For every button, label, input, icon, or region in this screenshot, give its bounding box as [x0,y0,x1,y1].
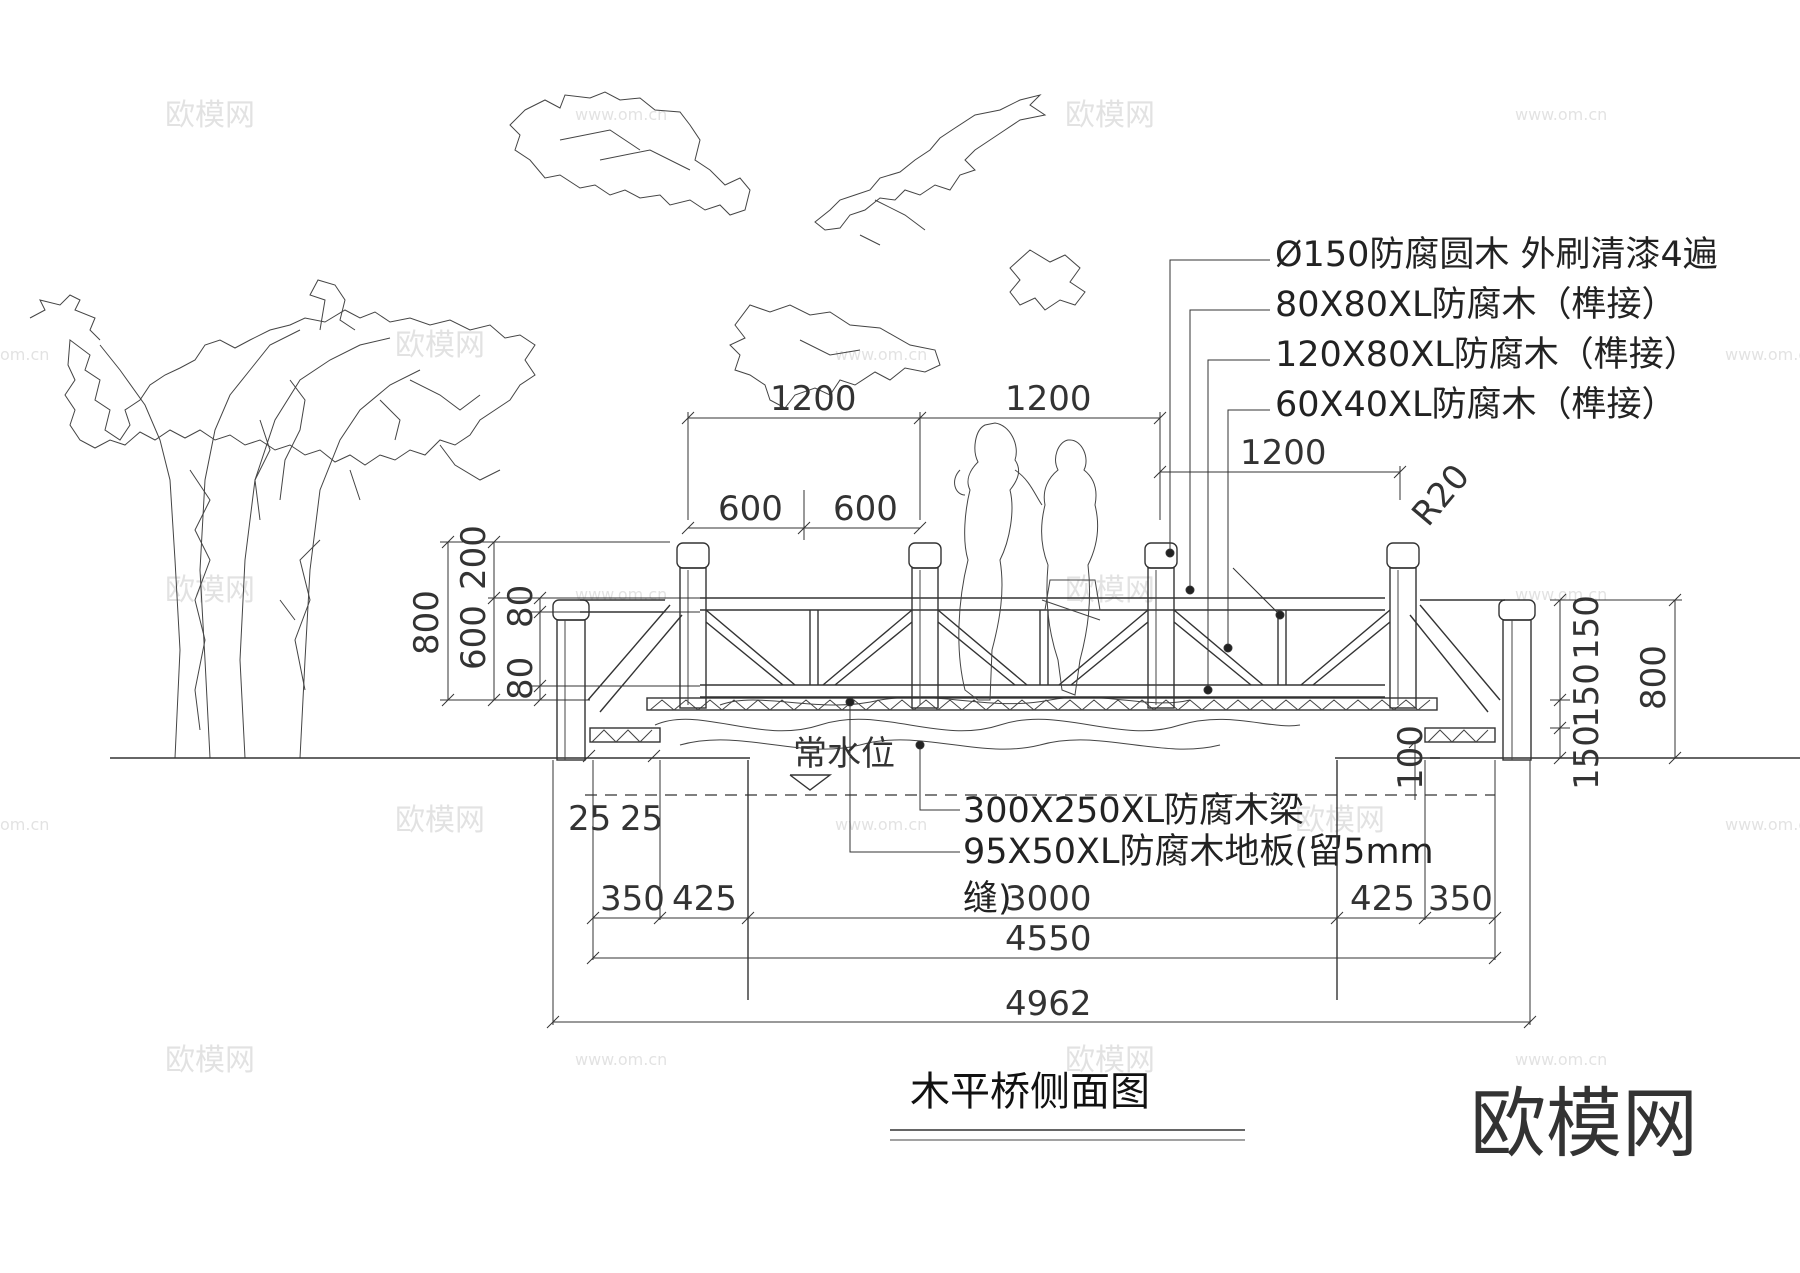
post-3 [1144,542,1178,709]
dim-left-cap: 200 [454,525,494,590]
callout-post: Ø150防腐圆木 外刷清漆4遍 [1275,235,1718,275]
watermark-cn: 欧模网 [1065,98,1155,133]
post-4 [1386,542,1420,709]
dim-bottom-left-inner: 425 [672,879,737,919]
watermark-url: www.om.cn [575,585,667,604]
dim-right-mid: 150 [1567,663,1607,728]
dim-bottom-center: 3000 [1005,879,1092,919]
callout-rail-80x80: 80X80XL防腐木（榫接） [1275,285,1677,325]
water-wave [654,718,1301,732]
watermark-cn: 欧模网 [1065,1043,1155,1078]
post-end-right [1498,599,1536,761]
watermark-url: www.om.cn [1515,585,1607,604]
watermark-cn: 欧模网 [165,98,255,133]
watermark-cn: 欧模网 [1295,803,1385,838]
post-2 [908,542,942,709]
left-dimension-labels: 800 200 600 80 80 [407,525,541,700]
callout-floor-cont: 缝) [963,879,1012,919]
dim-bottom-total: 4962 [1005,984,1092,1024]
right-dimensions [1408,593,1682,800]
watermark-url: www.om.cn [835,345,927,364]
watermark-cn: 欧模网 [395,328,485,363]
top-dimensions [681,411,1407,540]
dim-left-total: 800 [407,590,447,655]
dim-bottom-right-inner: 425 [1350,879,1415,919]
left-dimensions [440,535,700,707]
water-wave [719,696,1191,706]
dim-right-cap: 150 [1567,595,1607,660]
watermark-cn: 欧模网 [395,803,485,838]
callout-beam: 300X250XL防腐木梁 [963,791,1304,831]
ground-and-water: 常水位 [110,696,1800,1000]
watermark-url: www.om.cn [1515,105,1607,124]
callout-rail-60x40: 60X40XL防腐木（榫接） [1275,385,1677,425]
watermark-url: www.om.cn [1515,1050,1607,1069]
dim-left-rail: 600 [454,605,494,670]
rail-x-braces [705,609,1391,686]
deck-step-left [589,727,661,743]
end-brace-left [587,604,671,701]
watermark-url: www.om.cn [575,1050,667,1069]
dim-right-base: 150 [1567,725,1607,790]
cloud-sketches [509,91,1086,409]
dim-left-step-a: 25 [568,799,611,839]
water-level-marker [789,774,833,791]
dim-right-total: 800 [1634,645,1674,710]
dim-half-left: 600 [718,489,783,529]
step-pattern [591,729,653,743]
deck-board-pattern [649,699,1431,711]
drawing-title: 木平桥侧面图 [910,1069,1150,1115]
watermark-url-edge: om.cn [0,815,49,834]
people-sketch [954,422,1101,701]
water-wave [679,739,1221,750]
dim-left-step-b: 25 [620,799,663,839]
material-callouts: Ø150防腐圆木 外刷清漆4遍 80X80XL防腐木（榫接） 120X80XL防… [963,235,1718,919]
dim-left-bottom-rail: 80 [501,657,541,700]
watermark-url-edge: www.om.cn [1725,345,1800,364]
dim-bottom-right-outer: 350 [1428,879,1493,919]
bottom-dimension-labels: 25 25 350 425 3000 425 350 4550 4962 [568,799,1493,1024]
deck-step-right [1424,727,1496,743]
watermark-layer: 欧模网 www.om.cn 欧模网 www.om.cn om.cn 欧模网 ww… [0,98,1800,1078]
bottom-dimensions [546,749,1537,1029]
bridge-structure [552,542,1536,761]
watermark-url-edge: www.om.cn [1725,815,1800,834]
dim-right-span: 1200 [1240,433,1327,473]
callout-rail-120x80: 120X80XL防腐木（榫接） [1275,335,1699,375]
leader-lines [845,259,1285,853]
dim-right-beam: 100 [1391,725,1431,790]
watermark-cn: 欧模网 [1065,573,1155,608]
tree-sketch [29,279,536,759]
right-dimension-labels: 150 800 150 150 100 [1391,595,1674,790]
callout-floor: 95X50XL防腐木地板(留5mm [963,832,1434,872]
dim-top-span-left: 1200 [770,379,857,419]
watermark-url-edge: om.cn [0,345,49,364]
water-level-label: 常水位 [793,734,895,774]
post-end-left [552,599,590,761]
end-brace-right [1409,614,1489,713]
dim-half-right: 600 [833,489,898,529]
dim-left-top-rail: 80 [501,585,541,628]
title-block: 木平桥侧面图 [890,1069,1245,1141]
radius-label: R20 [1404,457,1478,534]
deck-board [646,697,1438,711]
end-brace-right [1419,604,1501,701]
step-pattern [1427,729,1489,743]
post-1 [676,542,710,709]
dim-bottom-left-outer: 350 [600,879,665,919]
watermark-cn: 欧模网 [165,573,255,608]
watermark-url: www.om.cn [575,105,667,124]
end-brace-left [599,614,683,713]
dim-top-span-right: 1200 [1005,379,1092,419]
watermark-url: www.om.cn [835,815,927,834]
dim-bottom-deck: 4550 [1005,919,1092,959]
top-dimension-labels: 1200 1200 600 600 1200 [718,379,1327,529]
brand-logo-text: 欧模网 [1470,1079,1698,1168]
watermark-cn: 欧模网 [165,1043,255,1078]
